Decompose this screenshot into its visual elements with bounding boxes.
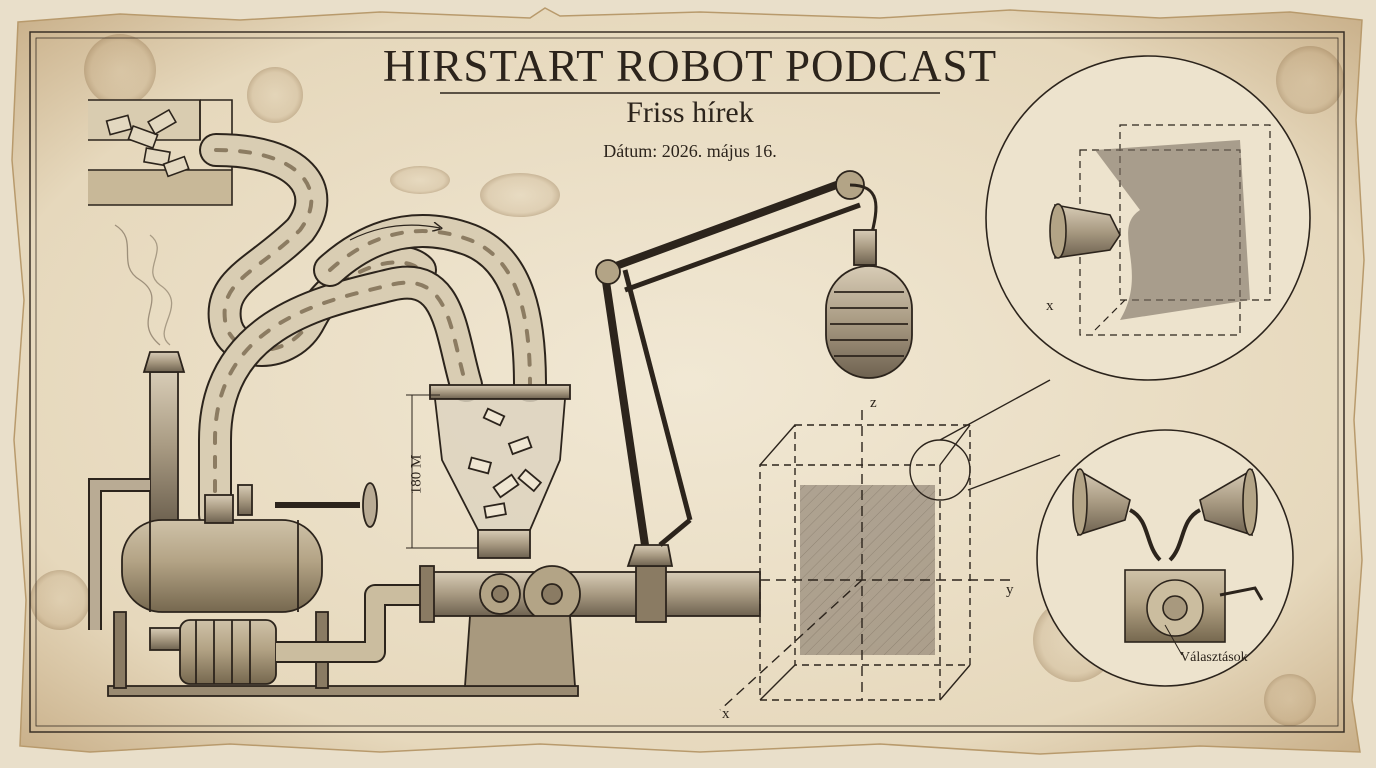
axis-box [719,379,1061,711]
outer-frame [29,31,1345,733]
stain [1264,674,1316,726]
stain [30,570,90,630]
return-pipe [276,586,430,661]
steam-engine [88,351,579,697]
podcast-title: HIRSTART ROBOT PODCAST [382,41,998,91]
inset-circle-bottom [1036,429,1294,687]
publish-date: Dátum: 2026. május 16. [603,141,777,161]
inset-axis-x-label: x [1046,298,1054,314]
speaker-caption: Választások [1180,650,1248,665]
stain [1276,46,1344,114]
stain [84,34,156,106]
microphone-boom [595,170,913,567]
smoke [149,234,173,346]
inset-circle-top [985,55,1311,381]
podcast-subtitle: Friss hírek [626,96,754,129]
axis-y-label: y [1006,582,1014,598]
stain [480,173,560,217]
axis-z-label: z [870,395,877,411]
arched-pipe [198,214,547,532]
stain [390,166,450,194]
stain [247,67,303,123]
inner-frame [35,37,1339,727]
input-chute [88,99,233,206]
flow-arrow [349,225,440,241]
axis-x-label: x [722,706,730,722]
hopper-height-label: 180 M [408,454,425,495]
hopper [419,384,761,687]
smoke [114,224,161,346]
hopper-height-dimension [406,394,478,549]
